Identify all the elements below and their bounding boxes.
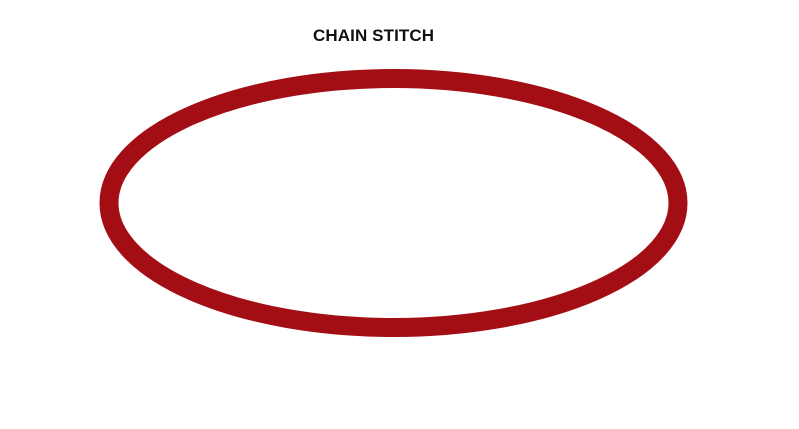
chain-stitch-loop (99, 69, 688, 337)
page-title: CHAIN STITCH (313, 26, 435, 45)
